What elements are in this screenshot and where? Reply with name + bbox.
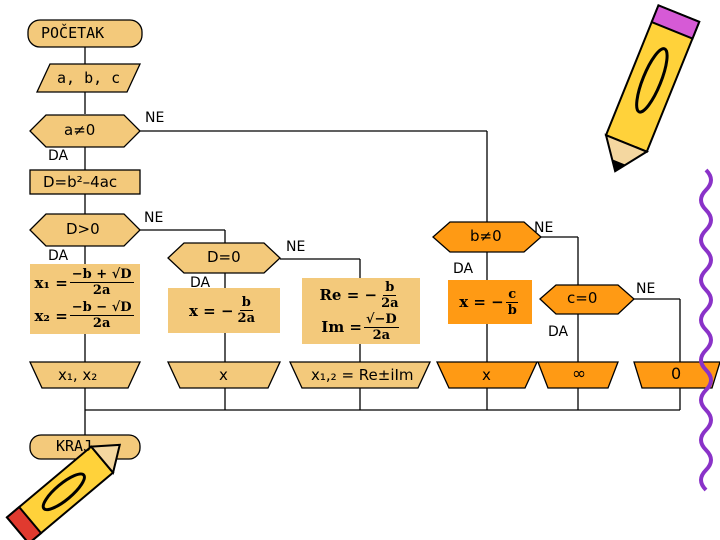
formula-re-lhs: Re = −	[319, 286, 378, 304]
edge-label-dzero-yes: DA	[190, 275, 211, 291]
output-zero-shape	[633, 361, 720, 389]
decision-c-shape	[539, 284, 635, 315]
formula-re-numerator: b	[383, 279, 397, 296]
edge-label-c-no: NE	[636, 281, 656, 297]
formula-x1-denominator: 2a	[92, 283, 111, 298]
formula-linear-denominator: b	[507, 302, 517, 318]
formula-im-numerator: √−D	[363, 311, 399, 328]
output-single-root-shape	[166, 361, 282, 389]
input-parallelogram	[35, 63, 142, 93]
squiggle-decoration-icon	[699, 168, 713, 492]
end-label: KRAJ	[56, 437, 93, 455]
output-two-roots-shape	[28, 361, 142, 389]
formula-x2-denominator: 2a	[92, 316, 111, 331]
formula-x2-numerator: −b − √D	[69, 300, 134, 316]
start-label: POČETAK	[41, 24, 105, 42]
output-complex-roots-shape	[288, 361, 432, 389]
formula-im-denominator: 2a	[372, 327, 391, 343]
output-linear-root-shape	[435, 361, 539, 389]
formula-x1-numerator: −b + √D	[69, 267, 134, 283]
decision-b-label: b≠0	[470, 227, 502, 245]
decision-b-shape	[432, 221, 542, 253]
formula-im-lhs: Im =	[321, 318, 362, 336]
decision-d-zero-label: D=0	[207, 248, 241, 266]
input-label: a, b, c	[57, 69, 121, 87]
decision-a-label: a≠0	[64, 121, 96, 139]
decision-c-label: c=0	[567, 289, 598, 307]
output-infinite-label: ∞	[572, 364, 587, 384]
edge-label-a-yes: DA	[48, 148, 69, 164]
decision-d-positive-label: D>0	[66, 220, 100, 238]
edge-label-dpos-yes: DA	[48, 248, 69, 264]
output-single-root-label: x	[219, 366, 228, 384]
formula-single-lhs: x = −	[189, 301, 234, 320]
output-infinite-shape	[537, 361, 619, 389]
edge-label-b-yes: DA	[453, 261, 474, 277]
formula-re-denominator: 2a	[381, 295, 399, 311]
formula-x1-lhs: x₁ =	[34, 273, 68, 292]
formula-single-denominator: 2a	[237, 311, 255, 326]
formula-linear-lhs: x = −	[459, 293, 504, 311]
pencil-decoration-left-icon	[5, 443, 122, 540]
edge-label-a-no: NE	[145, 110, 165, 126]
decision-a-shape	[29, 114, 141, 148]
edge-label-dzero-no: NE	[286, 239, 306, 255]
decision-d-zero-shape	[167, 242, 281, 274]
discriminant-label: D=b²–4ac	[43, 173, 118, 191]
edge-label-dpos-no: NE	[144, 210, 164, 226]
formula-linear-numerator: c	[506, 286, 519, 303]
pencil-decoration-right-icon	[604, 4, 701, 173]
output-linear-root-label: x	[482, 366, 491, 384]
output-complex-roots-label: x₁,₂ = Re±iIm	[311, 366, 414, 384]
discriminant-process-shape	[29, 169, 141, 195]
start-terminal	[27, 19, 143, 48]
edge-label-b-no: NE	[534, 220, 554, 236]
edge-label-c-yes: DA	[548, 324, 569, 340]
output-two-roots-label: x₁, x₂	[58, 366, 98, 384]
output-zero-label: 0	[671, 364, 682, 383]
decision-d-positive-shape	[29, 213, 141, 247]
formula-x2-lhs: x₂ =	[34, 306, 68, 325]
formula-single-numerator: b	[239, 295, 253, 311]
